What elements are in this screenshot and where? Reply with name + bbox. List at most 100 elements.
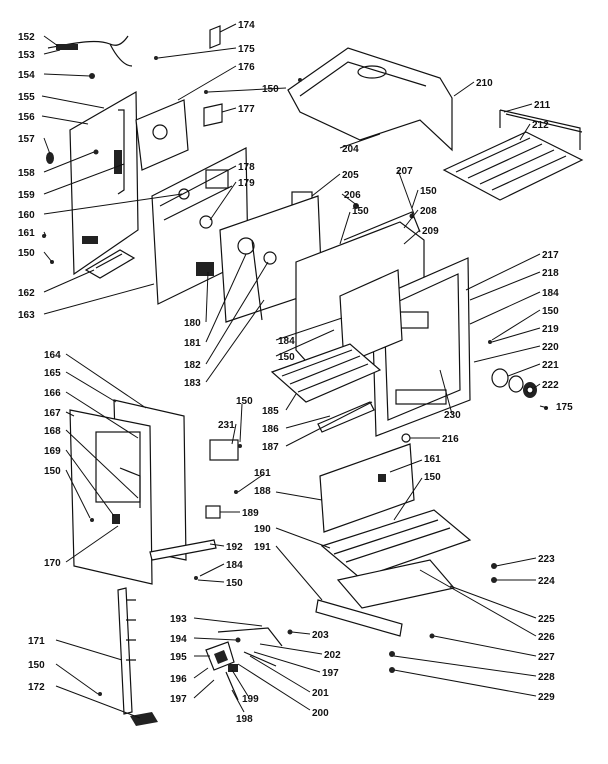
knob-221 xyxy=(508,375,524,393)
callout-205: 205 xyxy=(342,170,359,181)
door-inner xyxy=(383,273,461,421)
callout-175: 175 xyxy=(556,402,573,413)
callout-161: 161 xyxy=(18,228,35,239)
leader-lines xyxy=(41,23,549,719)
screw-224 xyxy=(491,577,497,583)
tube-193 xyxy=(217,627,283,647)
screw-158 xyxy=(93,149,99,155)
callout-197: 197 xyxy=(322,668,339,679)
callout-175: 175 xyxy=(238,44,255,55)
callout-150: 150 xyxy=(262,84,279,95)
callout-221: 221 xyxy=(542,360,559,371)
kick-plate-192 xyxy=(149,539,217,561)
callout-161: 161 xyxy=(254,468,271,479)
clip-189 xyxy=(205,505,221,519)
callout-150: 150 xyxy=(542,306,559,317)
screw-207 xyxy=(409,213,415,219)
callout-209: 209 xyxy=(422,226,439,237)
screw-223 xyxy=(491,563,497,569)
callout-166: 166 xyxy=(44,388,61,399)
callout-198: 198 xyxy=(236,714,253,725)
top-cover-recess xyxy=(357,65,387,79)
callout-202: 202 xyxy=(324,650,341,661)
callout-172: 172 xyxy=(28,682,45,693)
callout-231: 231 xyxy=(218,420,235,431)
callout-158: 158 xyxy=(18,168,35,179)
callout-160: 160 xyxy=(18,210,35,221)
callout-222: 222 xyxy=(542,380,559,391)
callout-216: 216 xyxy=(442,434,459,445)
callout-171: 171 xyxy=(28,636,45,647)
valve-block-199 xyxy=(228,664,238,672)
rack-wires xyxy=(455,137,567,191)
callout-199: 199 xyxy=(242,694,259,705)
part-drawings xyxy=(42,25,584,726)
back-plate-window xyxy=(205,169,229,189)
callout-161: 161 xyxy=(424,454,441,465)
callout-150: 150 xyxy=(44,466,61,477)
callout-150: 150 xyxy=(424,472,441,483)
vent-plate xyxy=(84,249,136,279)
top-cover-ridge xyxy=(299,61,427,97)
callout-174: 174 xyxy=(238,20,255,31)
callout-184: 184 xyxy=(226,560,243,571)
panel-bracket-168 xyxy=(119,467,141,508)
callout-210: 210 xyxy=(476,78,493,89)
callout-200: 200 xyxy=(312,708,329,719)
drawer-front-191 xyxy=(315,599,403,637)
door-handle-slot xyxy=(395,389,447,405)
back-plate-tab xyxy=(196,262,214,276)
callout-164: 164 xyxy=(44,350,61,361)
callout-181: 181 xyxy=(184,338,201,349)
inner-panel-184 xyxy=(339,269,403,365)
leg-foot-172 xyxy=(130,712,158,726)
cord-plug xyxy=(56,44,78,50)
callout-224: 224 xyxy=(538,576,555,587)
callout-228: 228 xyxy=(538,672,555,683)
rail-171 xyxy=(117,587,133,715)
screw-206 xyxy=(353,203,359,209)
callout-178: 178 xyxy=(238,162,255,173)
callout-150: 150 xyxy=(420,186,437,197)
callout-230: 230 xyxy=(444,410,461,421)
side-panel-flange xyxy=(117,109,125,195)
callout-182: 182 xyxy=(184,360,201,371)
bracket-hole xyxy=(152,124,168,140)
callout-176: 176 xyxy=(238,62,255,73)
callout-150: 150 xyxy=(278,352,295,363)
rear-panel-hole xyxy=(378,474,386,482)
callout-208: 208 xyxy=(420,206,437,217)
callout-211: 211 xyxy=(534,100,551,111)
screw-175 xyxy=(154,56,158,60)
callout-227: 227 xyxy=(538,652,555,663)
screw-228 xyxy=(389,651,395,657)
callout-179: 179 xyxy=(238,178,255,189)
callout-180: 180 xyxy=(184,318,201,329)
callout-167: 167 xyxy=(44,408,61,419)
callout-156: 156 xyxy=(18,112,35,123)
callout-168: 168 xyxy=(44,426,61,437)
callout-207: 207 xyxy=(396,166,413,177)
callout-177: 177 xyxy=(238,104,255,115)
rear-panel-188 xyxy=(319,443,415,533)
screw-150h xyxy=(238,444,242,448)
callout-185: 185 xyxy=(262,406,279,417)
screw-229 xyxy=(389,667,395,673)
callout-193: 193 xyxy=(170,614,187,625)
knob-182 xyxy=(263,251,277,265)
valve-core xyxy=(214,650,228,664)
callout-157: 157 xyxy=(18,134,35,145)
callout-191: 191 xyxy=(254,542,271,553)
screw-150g xyxy=(90,518,94,522)
callout-189: 189 xyxy=(242,508,259,519)
callout-219: 219 xyxy=(542,324,559,335)
callout-223: 223 xyxy=(538,554,555,565)
callout-220: 220 xyxy=(542,342,559,353)
callout-196: 196 xyxy=(170,674,187,685)
side-panel-vent xyxy=(82,236,98,244)
callout-204: 204 xyxy=(342,144,359,155)
knob-222-center xyxy=(526,386,534,394)
callout-201: 201 xyxy=(312,688,329,699)
callout-188: 188 xyxy=(254,486,271,497)
side-panel-slot xyxy=(114,150,122,174)
